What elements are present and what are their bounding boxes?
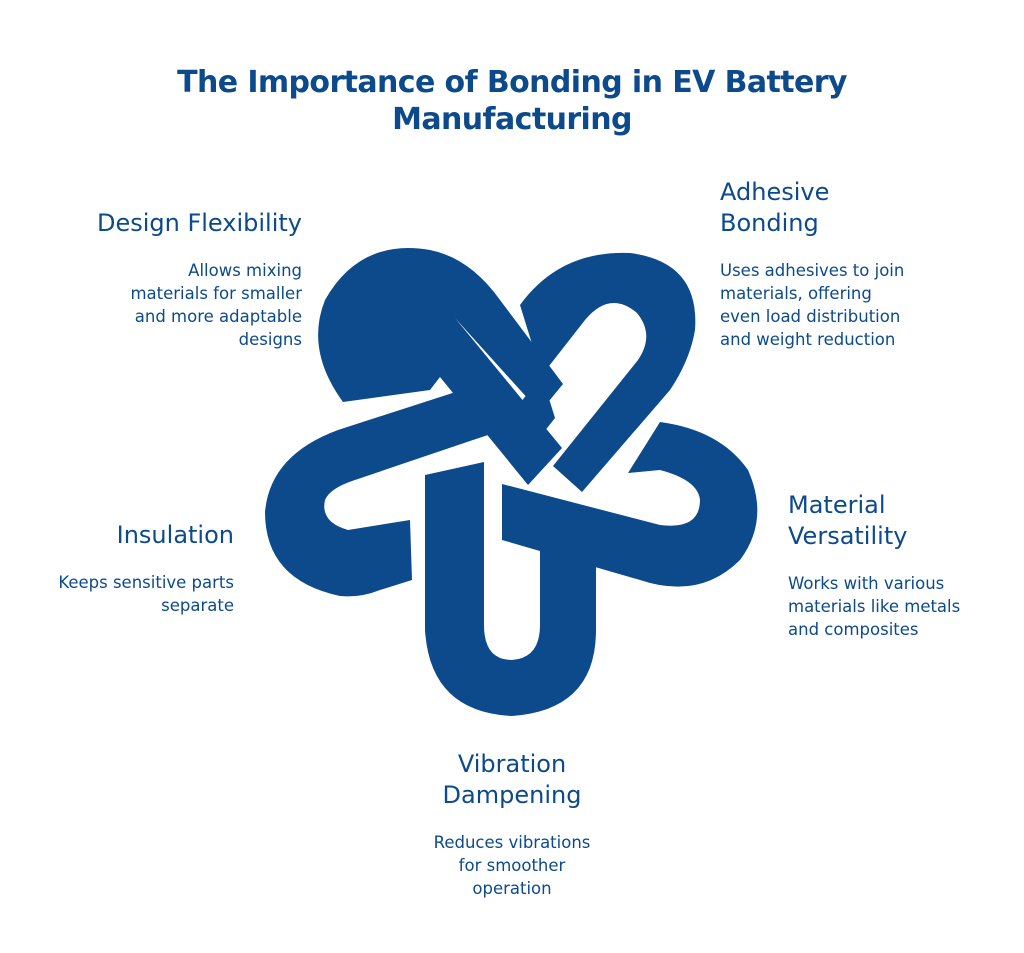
interlocking-knot-icon bbox=[265, 248, 758, 716]
material-versatility-block: Material Versatility Works with various … bbox=[788, 490, 1008, 641]
design-flexibility-block: Design Flexibility Allows mixing materia… bbox=[52, 208, 302, 351]
adhesive-bonding-block: Adhesive Bonding Uses adhesives to join … bbox=[720, 177, 980, 351]
material-versatility-description: Works with various materials like metals… bbox=[788, 574, 961, 639]
insulation-heading: Insulation bbox=[116, 521, 234, 549]
insulation-block: Insulation Keeps sensitive parts separat… bbox=[14, 520, 234, 617]
insulation-description: Keeps sensitive parts separate bbox=[58, 573, 234, 615]
vibration-dampening-description: Reduces vibrations for smoother operatio… bbox=[433, 833, 591, 898]
vibration-dampening-block: Vibration Dampening Reduces vibrations f… bbox=[382, 749, 642, 900]
design-flexibility-heading: Design Flexibility bbox=[96, 209, 302, 237]
material-versatility-heading: Material Versatility bbox=[788, 491, 908, 550]
page-title: The Importance of Bonding in EV Battery … bbox=[177, 65, 847, 137]
adhesive-bonding-description: Uses adhesives to join materials, offeri… bbox=[720, 261, 905, 349]
vibration-dampening-heading: Vibration Dampening bbox=[442, 750, 582, 809]
adhesive-bonding-heading: Adhesive Bonding bbox=[720, 178, 830, 237]
design-flexibility-description: Allows mixing materials for smaller and … bbox=[130, 261, 302, 349]
